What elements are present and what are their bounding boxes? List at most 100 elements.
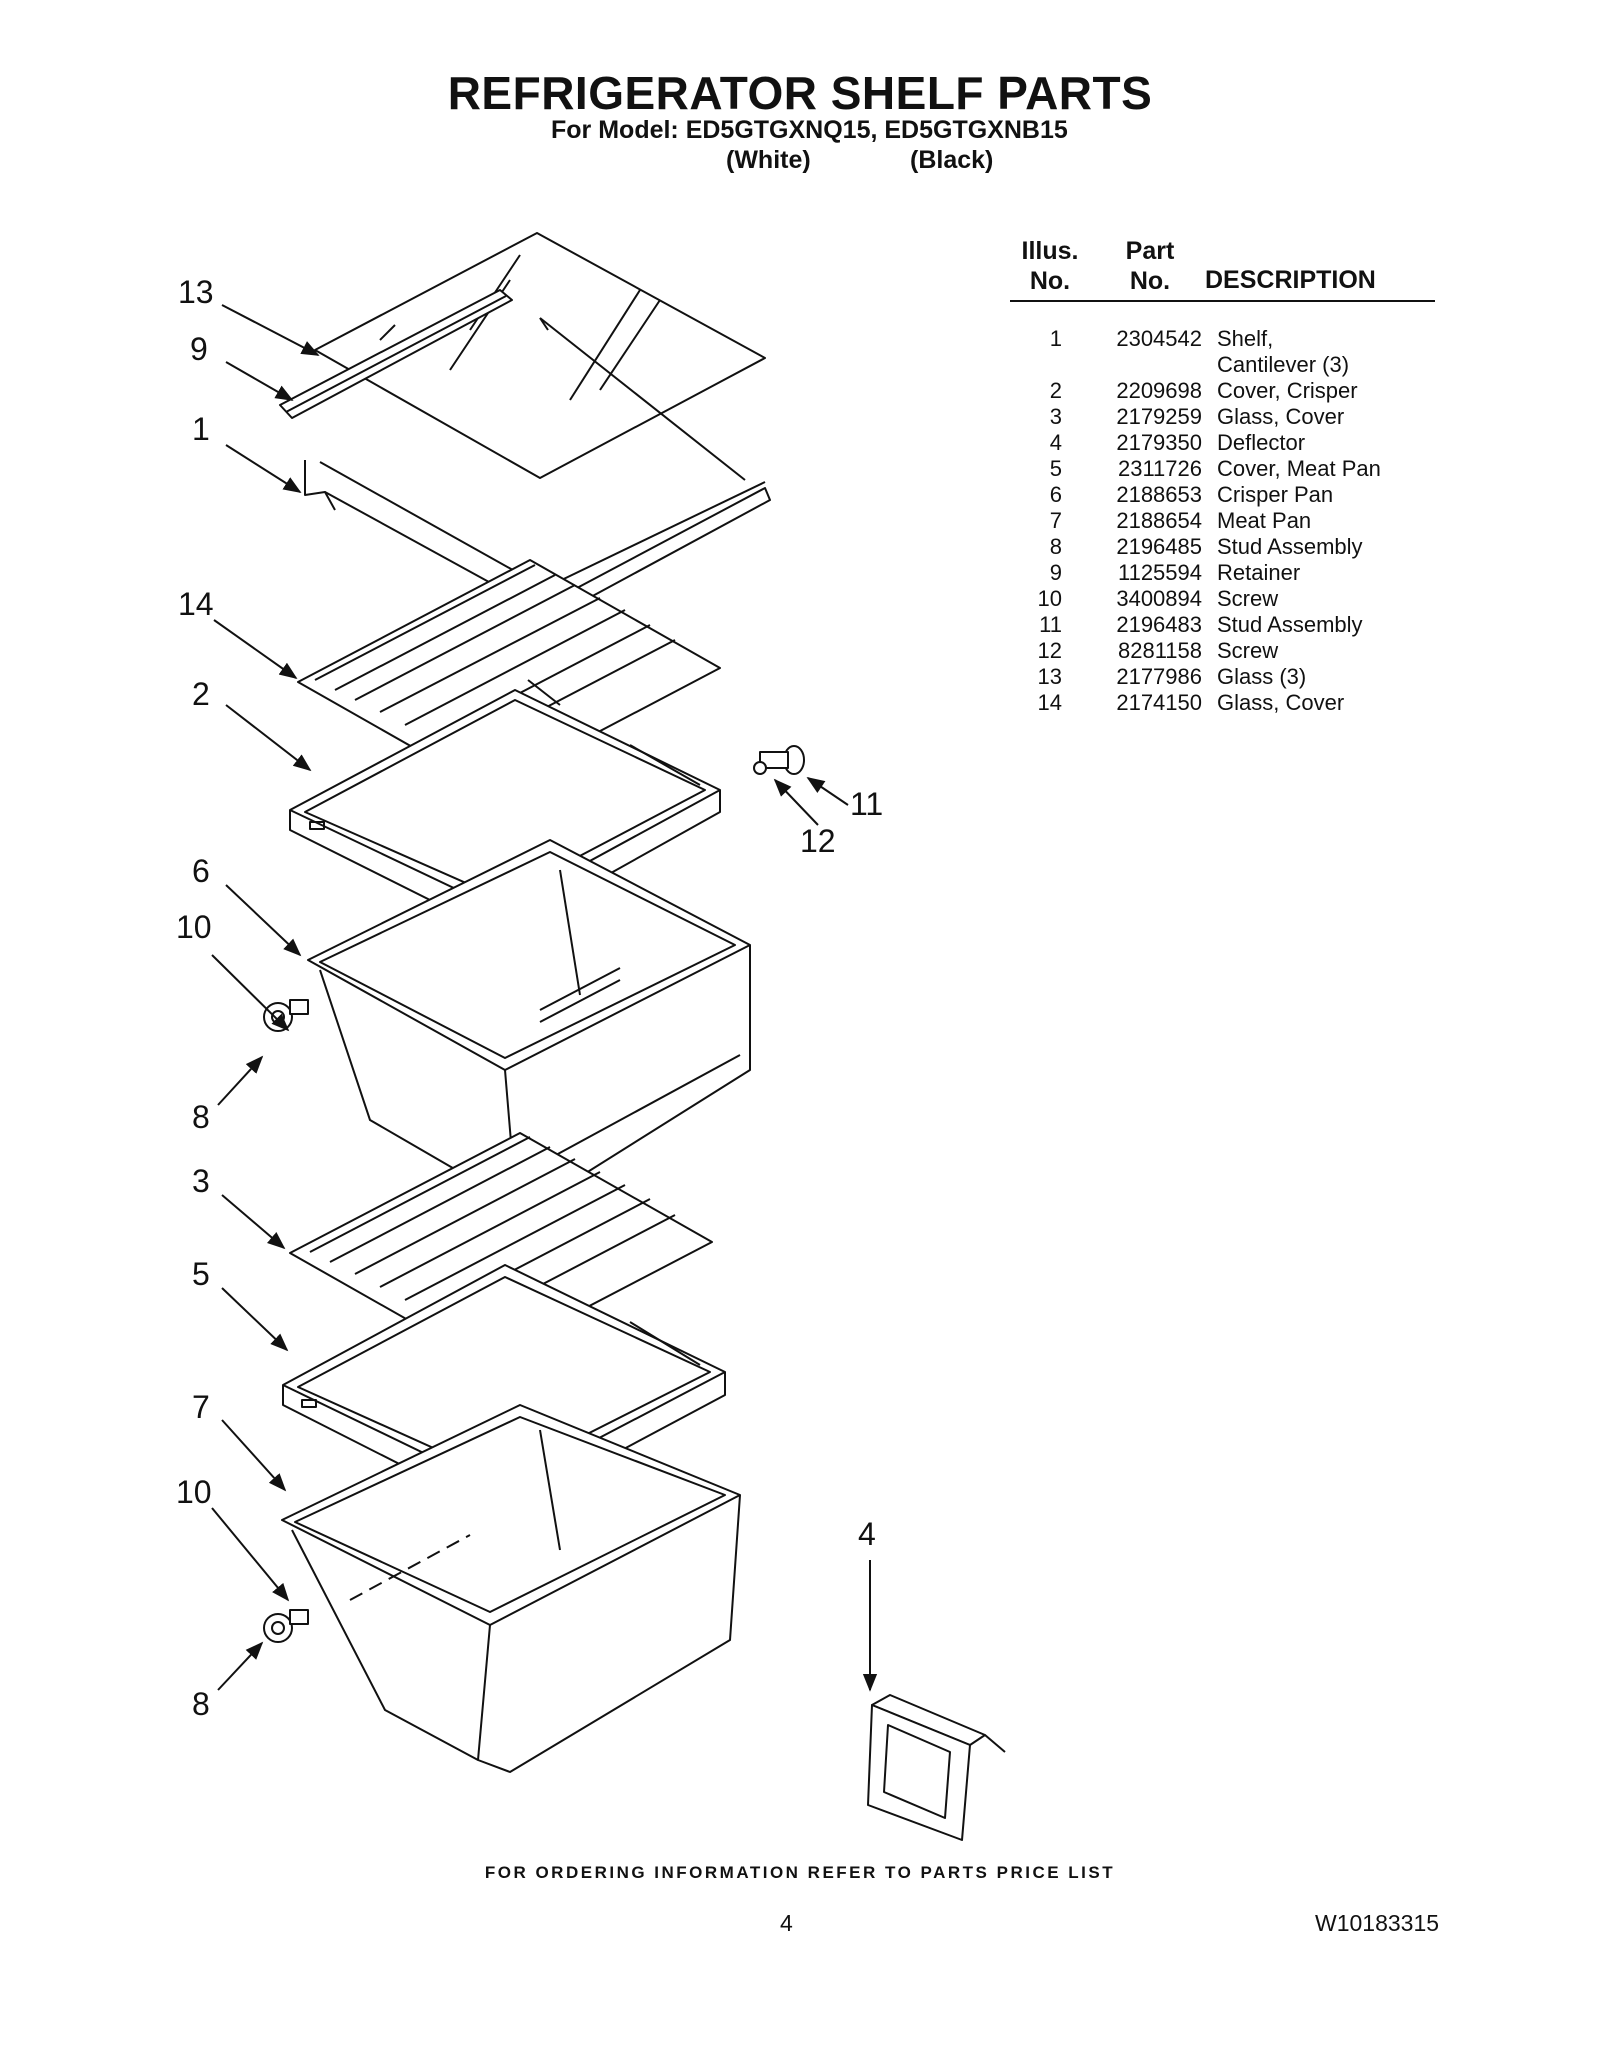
description-cell: Glass, Cover [1217,404,1345,429]
callout-1: 1 [192,411,210,447]
part-no-cell: 2179350 [1116,430,1202,455]
callout-8a: 8 [192,1099,210,1135]
part-no-cell: 2174150 [1116,690,1202,715]
table-row: 10 3400894 Screw [1010,586,1435,612]
header-part-no: Part No. [1110,236,1190,296]
illus-no-cell: 7 [1049,508,1062,533]
leader-2 [225,704,312,772]
leader-8a [217,1055,264,1106]
illus-no-cell: 3 [1049,404,1062,429]
part-no-cell: 2188653 [1116,482,1202,507]
callout-3: 3 [192,1163,210,1199]
description-cell: Cantilever (3) [1217,352,1350,377]
table-row: 3 2179259 Glass, Cover [1010,404,1435,430]
part-no-cell: 2209698 [1116,378,1202,403]
retainer-part [279,289,513,419]
description-cell: Cover, Meat Pan [1217,456,1381,481]
table-row: 14 2174150 Glass, Cover [1010,690,1435,716]
callout-8b: 8 [192,1686,210,1722]
part-no-cell: 2196485 [1116,534,1202,559]
callout-9: 9 [190,331,208,367]
table-row: 13 2177986 Glass (3) [1010,664,1435,690]
illus-no-cell: 9 [1049,560,1062,585]
illus-no-cell: 12 [1037,638,1062,663]
illus-no-cell: 14 [1037,690,1062,715]
description-cell: Deflector [1217,430,1306,455]
callout-10b: 10 [176,1474,212,1510]
table-row: 6 2188653 Crisper Pan [1010,482,1435,508]
table-row: 7 2188654 Meat Pan [1010,508,1435,534]
deflector-part [867,1694,1006,1841]
callout-5: 5 [192,1256,210,1292]
leader-7 [221,1419,287,1492]
leader-14 [213,619,298,680]
illus-no-cell: 13 [1037,664,1062,689]
table-row: 12 8281158 Screw [1010,638,1435,664]
table-row: 5 2311726 Cover, Meat Pan [1010,456,1435,482]
header-illus-line1: Illus. [1021,237,1079,265]
part-no-cell: 3400894 [1116,586,1202,611]
description-cell: Shelf, [1217,326,1274,351]
description-cell: Screw [1217,638,1279,663]
description-cell: Stud Assembly [1217,534,1363,559]
color-white-label: (White) [726,146,811,174]
leader-10a [211,954,290,1032]
part-no-cell: 8281158 [1117,638,1202,663]
illus-no-cell: 1 [1049,326,1062,351]
leader-9 [225,361,294,401]
description-cell: Retainer [1217,560,1301,585]
illus-no-cell: 4 [1049,430,1062,455]
callout-6: 6 [192,853,210,889]
part-no-cell: 2179259 [1116,404,1202,429]
stud-assembly-8b-part [263,1609,309,1643]
leader-6 [225,884,302,957]
glass-cover-14-part [297,559,721,791]
callout-13: 13 [178,274,214,310]
callout-12: 12 [800,823,836,859]
table-row: 8 2196485 Stud Assembly [1010,534,1435,560]
header-illus-no: Illus. No. [1010,236,1090,296]
header-description: DESCRIPTION [1205,266,1376,294]
stud-assembly-8a-part [263,999,309,1032]
leader-3 [221,1194,286,1250]
leader-13 [221,304,320,356]
description-cell: Stud Assembly [1217,612,1363,637]
part-no-cell: 2188654 [1116,508,1202,533]
part-no-cell: 2304542 [1116,326,1202,351]
leader-10b [211,1507,290,1602]
description-cell: Crisper Pan [1217,482,1334,507]
leader-11 [806,776,849,806]
glass-shelf-part [314,232,766,479]
illus-no-cell: 10 [1037,586,1062,611]
description-cell: Screw [1217,586,1279,611]
callout-4: 4 [858,1516,876,1552]
illus-no-cell: 5 [1049,456,1062,481]
description-cell: Meat Pan [1217,508,1312,533]
table-row: Cantilever (3) [1010,352,1435,378]
callout-14: 14 [178,586,214,622]
callout-11: 11 [850,786,883,822]
illus-no-cell: 6 [1049,482,1062,507]
illus-no-cell: 2 [1049,378,1062,403]
page-title: REFRIGERATOR SHELF PARTS [447,67,1153,119]
leader-5 [221,1287,289,1352]
description-cell: Glass (3) [1217,664,1307,689]
part-no-cell: 2177986 [1116,664,1202,689]
leader-12 [773,778,819,826]
ordering-note: FOR ORDERING INFORMATION REFER TO PARTS … [484,1863,1116,1882]
leader-1 [225,444,302,493]
part-no-cell: 2196483 [1116,612,1202,637]
page-number: 4 [780,1910,793,1936]
header-part-line2: No. [1129,267,1171,295]
model-line: For Model: ED5GTGXNQ15, ED5GTGXNB15 [551,116,1068,144]
meat-pan-part [281,1404,741,1773]
description-cell: Glass, Cover [1217,690,1345,715]
part-no-cell: 2311726 [1117,456,1202,481]
color-black-label: (Black) [910,146,994,174]
leader-8b [217,1641,264,1691]
illus-no-cell: 8 [1049,534,1062,559]
callout-2: 2 [192,676,210,712]
illus-no-cell: 11 [1039,612,1062,637]
part-no-cell: 1125594 [1117,560,1202,585]
